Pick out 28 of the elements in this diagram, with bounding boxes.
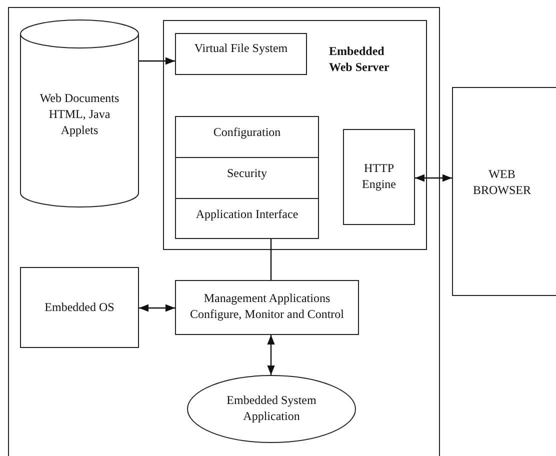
node-label: Configuration — [212, 124, 282, 140]
arrow — [267, 335, 275, 375]
node-label: Application Interface — [194, 206, 300, 222]
process-box — [452, 87, 556, 296]
system-boundary-box — [8, 7, 440, 456]
arrow — [139, 304, 175, 312]
process-box — [175, 33, 307, 75]
process-box — [163, 20, 427, 250]
process-box — [20, 267, 139, 348]
process-box — [343, 129, 415, 225]
database-cylinder — [20, 20, 139, 207]
node-label: HTTP Engine — [361, 160, 397, 192]
node-label: WEB BROWSER — [472, 166, 532, 198]
arrow — [415, 174, 452, 182]
process-box — [175, 280, 359, 335]
application-ellipse — [187, 375, 356, 443]
node-label: Embedded System Application — [226, 392, 318, 424]
group-heading: Embedded Web Server — [329, 43, 390, 76]
arrow — [139, 57, 175, 65]
process-box — [175, 157, 319, 199]
node-label: Management Applications Configure, Monitor and Control — [189, 290, 345, 322]
node-label: Virtual File System — [193, 40, 289, 56]
process-box — [175, 116, 319, 158]
process-box — [175, 198, 319, 239]
node-label: Web Documents HTML, Java Applets — [38, 90, 120, 139]
node-label: Embedded OS — [44, 299, 116, 316]
connector-line — [270, 239, 272, 280]
node-label: Security — [226, 165, 268, 182]
